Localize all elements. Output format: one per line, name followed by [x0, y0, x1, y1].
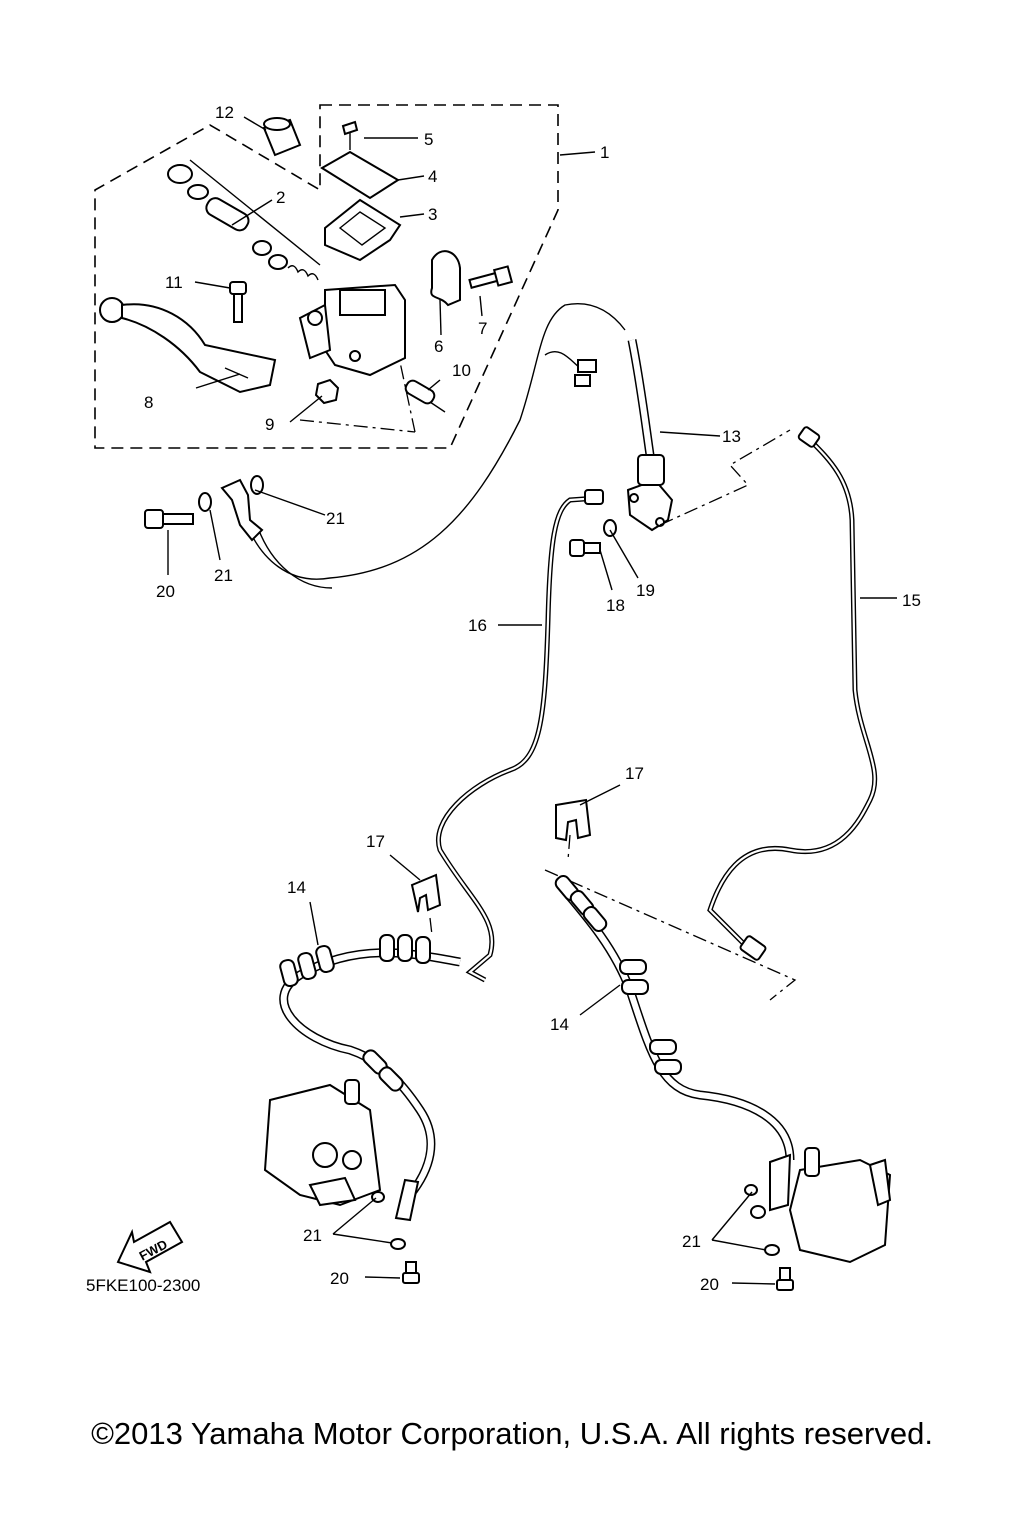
copyright-notice: ©2013 Yamaha Motor Corporation, U.S.A. A…	[91, 1416, 933, 1451]
handlebar-holder	[430, 250, 461, 307]
callout-1: 1	[600, 143, 609, 162]
cap-screw	[341, 120, 359, 150]
callout-10: 10	[452, 361, 471, 380]
callout-21-upper-right: 21	[326, 509, 345, 528]
brake-light-switch	[404, 379, 446, 413]
callout-2: 2	[276, 188, 285, 207]
callout-15: 15	[902, 591, 921, 610]
callout-20-lower-left: 20	[330, 1269, 349, 1288]
lever-pivot-bolt	[229, 281, 247, 323]
pipe-15-top-nut	[797, 426, 821, 448]
left-caliper-washer	[390, 1238, 406, 1250]
callout-9: 9	[265, 415, 274, 434]
callout-7: 7	[478, 319, 487, 338]
callout-17-right: 17	[625, 764, 644, 783]
callout-21-upper-left: 21	[214, 566, 233, 585]
piston-kit	[167, 159, 321, 281]
callout-12: 12	[215, 103, 234, 122]
pipe-15-bottom-nut	[739, 935, 767, 961]
callout-11: 11	[165, 273, 183, 292]
callout-14-right: 14	[550, 1015, 569, 1034]
switch-connector	[544, 350, 597, 387]
lever-cover	[262, 117, 302, 157]
hose-14-right-sleeves	[554, 874, 682, 1075]
upper-banjo-fitting	[198, 475, 264, 542]
assembly-boundary	[94, 104, 559, 449]
brake-hose-main	[244, 303, 626, 580]
callout-3: 3	[428, 205, 437, 224]
hose-14-left-sleeves	[279, 934, 431, 1092]
left-brake-caliper	[263, 1079, 420, 1222]
brake-lever	[99, 297, 277, 394]
callout-20-lower-right: 20	[700, 1275, 719, 1294]
hose-clip-right	[555, 798, 592, 842]
callout-21-lower-right: 21	[682, 1232, 701, 1251]
pipe-16-nut	[584, 489, 604, 505]
forward-arrow: FWD	[116, 1220, 184, 1274]
three-way-joint	[626, 454, 674, 532]
holder-bolt	[468, 265, 514, 289]
right-brake-caliper	[750, 1147, 892, 1264]
callout-6: 6	[434, 337, 443, 356]
reservoir-cap	[320, 150, 400, 200]
leader-lines	[167, 116, 897, 1285]
brake-pipe-15	[707, 438, 878, 947]
joint-washer	[603, 519, 617, 537]
upper-union-bolt	[144, 509, 194, 529]
right-caliper-washer-upper	[744, 1184, 758, 1196]
callout-19: 19	[636, 581, 655, 600]
diaphragm	[324, 198, 402, 262]
callout-20-upper: 20	[156, 582, 175, 601]
joint-bolt	[569, 539, 601, 557]
right-caliper-washer-lower	[764, 1244, 780, 1256]
callout-16: 16	[468, 616, 487, 635]
left-caliper-union-bolt	[402, 1261, 420, 1284]
diagram-code: 5FKE100-2300	[86, 1276, 200, 1295]
callout-5: 5	[424, 130, 433, 149]
callout-4: 4	[428, 167, 437, 186]
callout-14-left: 14	[287, 878, 306, 897]
callout-18: 18	[606, 596, 625, 615]
callout-13: 13	[722, 427, 741, 446]
lever-pivot-nut	[314, 378, 340, 405]
callout-17-left: 17	[366, 832, 385, 851]
right-caliper-union-bolt	[776, 1267, 794, 1291]
hose-clip-left	[410, 873, 442, 913]
callout-21-lower-left: 21	[303, 1226, 322, 1245]
callout-8: 8	[144, 393, 153, 412]
master-cylinder-body	[298, 283, 406, 377]
